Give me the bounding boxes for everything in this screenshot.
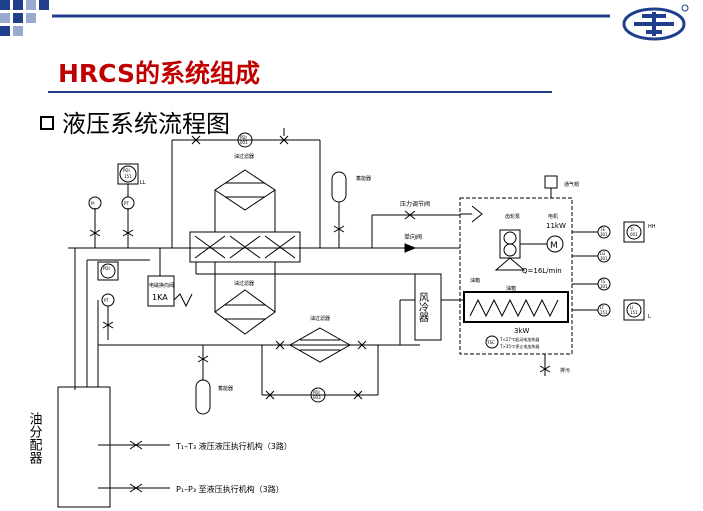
svg-text:L: L: [648, 314, 651, 320]
svg-text:蓄能器: 蓄能器: [356, 175, 371, 182]
svg-text:油过滤器: 油过滤器: [310, 315, 330, 322]
svg-text:LL: LL: [140, 180, 146, 186]
svg-text:电机: 电机: [548, 213, 558, 220]
svg-text:1KA: 1KA: [152, 293, 168, 302]
company-logo-icon: [622, 4, 689, 41]
slide-subtitle: 液压系统流程图: [40, 104, 230, 139]
oil-filter-top-icon: [214, 169, 276, 211]
svg-text:TE: TE: [599, 227, 605, 232]
svg-text:001: 001: [630, 232, 638, 237]
svg-text:TI: TI: [629, 227, 634, 232]
svg-text:TSC: TSC: [486, 340, 495, 345]
output-p-label: P₁–P₃ 至液压执行机构（3路）: [176, 484, 284, 494]
oil-filter-bottom-icon: [288, 327, 352, 363]
svg-text:LT: LT: [600, 305, 605, 310]
checkbox-bullet-icon: [40, 116, 54, 130]
svg-text:PDI: PDI: [103, 266, 110, 271]
svg-text:T<27℃起动电加热器: T<27℃起动电加热器: [499, 336, 539, 342]
svg-text:3kW: 3kW: [514, 327, 530, 335]
check-valve-label: 单向阀: [404, 233, 422, 241]
svg-text:TS: TS: [599, 279, 605, 284]
svg-text:Q=16L/min: Q=16L/min: [522, 267, 562, 275]
svg-text:11kW: 11kW: [546, 222, 566, 230]
svg-text:通气帽: 通气帽: [564, 181, 579, 188]
svg-text:PDI: PDI: [123, 168, 130, 173]
svg-text:蓄能器: 蓄能器: [218, 385, 233, 392]
pressure-valve-label: 压力调节阀: [400, 200, 430, 208]
svg-text:排污: 排污: [560, 367, 570, 374]
svg-text:电磁换向阀: 电磁换向阀: [149, 282, 174, 289]
svg-text:M: M: [550, 241, 558, 251]
svg-text:003: 003: [313, 395, 321, 400]
svg-text:PDI: PDI: [240, 135, 247, 140]
svg-text:油箱: 油箱: [470, 277, 480, 284]
oil-tank-heater-box: [463, 291, 569, 323]
air-cooler-box: [414, 273, 442, 341]
accumulator-bottom-icon: [195, 379, 211, 415]
svg-text:301: 301: [600, 232, 608, 237]
filter-cross-block: [189, 231, 301, 263]
svg-text:151: 151: [630, 310, 638, 315]
air-cooler-label: 风冷器: [417, 292, 429, 323]
corner-squares: [0, 0, 49, 36]
oil-distributor-box: [57, 386, 111, 508]
svg-text:151: 151: [124, 174, 132, 179]
tank-unit-box: [459, 197, 573, 355]
svg-text:LI: LI: [630, 305, 633, 310]
svg-text:PDI: PDI: [313, 390, 320, 395]
svg-text:PI: PI: [91, 201, 95, 206]
svg-text:301: 301: [600, 256, 608, 261]
output-t-label: T₁–T₃ 液压液压执行机构（3路）: [175, 441, 292, 451]
svg-text:油过滤器: 油过滤器: [234, 153, 254, 160]
svg-text:齿轮泵: 齿轮泵: [505, 213, 520, 220]
svg-text:301: 301: [600, 284, 608, 289]
oil-distributor-label: 油分配器: [27, 412, 43, 465]
subtitle-text: 液压系统流程图: [62, 110, 230, 138]
slide-title: HRCS的系统组成: [58, 59, 260, 88]
svg-text:PT: PT: [104, 298, 109, 303]
svg-text:PT: PT: [124, 201, 129, 206]
svg-text:HH: HH: [648, 224, 656, 230]
svg-text:T>35℃停止电加热器: T>35℃停止电加热器: [499, 343, 539, 349]
svg-text:LG: LG: [600, 251, 605, 256]
svg-text:001: 001: [240, 140, 248, 145]
svg-text:油箱: 油箱: [506, 285, 516, 292]
solenoid-valve-box: [147, 275, 175, 307]
accumulator-top-icon: [331, 171, 347, 203]
oil-filter-mid-icon: [214, 289, 276, 335]
svg-text:油过滤器: 油过滤器: [234, 280, 254, 287]
svg-text:151: 151: [600, 310, 608, 315]
